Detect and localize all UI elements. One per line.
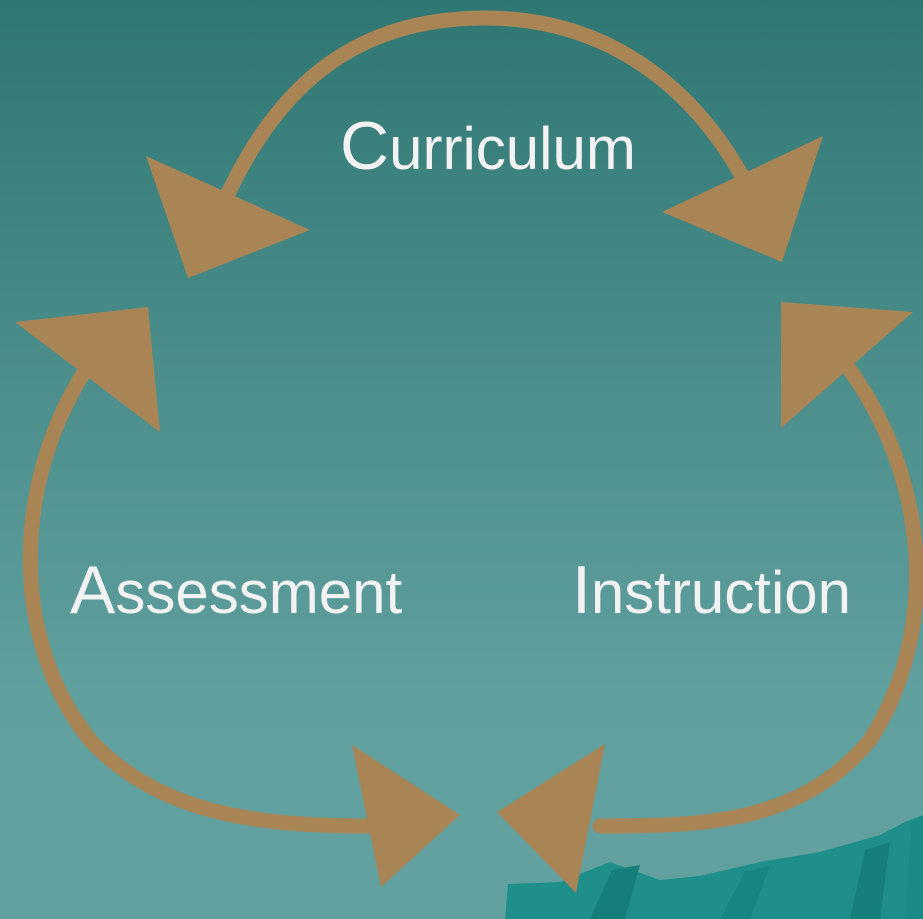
node-rest: ssessment: [115, 559, 403, 626]
node-rest: nstruction: [590, 559, 852, 626]
arrowhead-right-bottom: [497, 744, 605, 893]
arrowhead-left-bottom: [352, 745, 460, 887]
node-initial: C: [340, 108, 390, 184]
node-rest: urriculum: [389, 115, 636, 182]
node-label-curriculum: Curriculum: [340, 112, 636, 180]
teal-rock-formation-icon: [505, 815, 923, 919]
arrow-curriculum-assessment-instruction-top: [146, 10, 823, 278]
arrowhead-top-left: [146, 156, 310, 278]
node-initial: A: [70, 552, 116, 628]
arrowhead-left-top: [15, 307, 160, 432]
node-label-assessment: Assessment: [70, 556, 402, 624]
node-initial: I: [572, 552, 591, 628]
arrow-assessment-left: [15, 307, 460, 887]
arrow-instruction-right: [497, 302, 923, 893]
arrowhead-right-top: [781, 302, 913, 428]
arrowhead-top-right: [662, 136, 823, 262]
node-label-instruction: Instruction: [572, 556, 851, 624]
